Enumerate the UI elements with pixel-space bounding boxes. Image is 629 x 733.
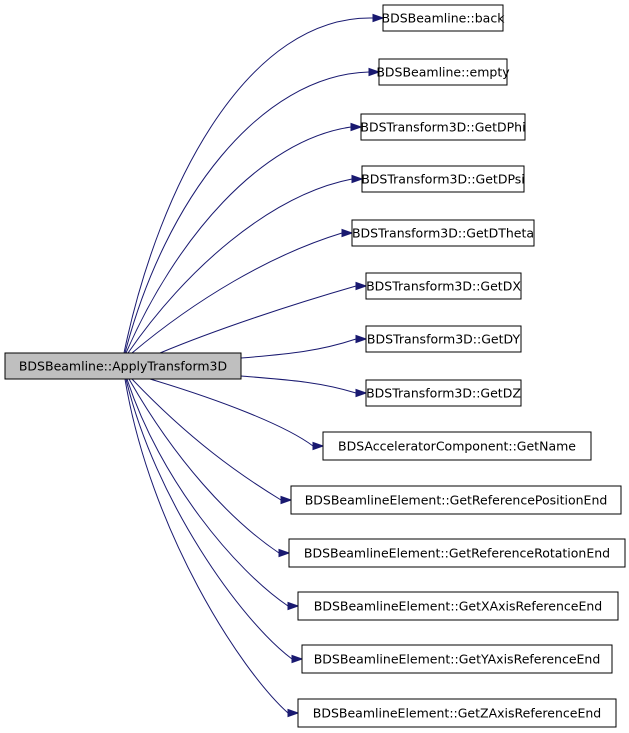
callee-node[interactable]: BDSBeamlineElement::GetYAxisReferenceEnd <box>301 644 613 674</box>
callee-box <box>365 379 522 407</box>
arrowhead-icon <box>291 654 304 664</box>
callee-node[interactable]: BDSAcceleratorComponent::GetName <box>322 431 592 461</box>
callee-node[interactable]: BDSBeamlineElement::GetReferenceRotation… <box>288 538 626 568</box>
arrowhead-icon <box>372 13 385 23</box>
callee-box <box>361 165 525 193</box>
arrowhead-icon <box>351 174 364 184</box>
caller-label: BDSBeamline::ApplyTransform3D <box>19 359 227 374</box>
callee-box <box>382 4 504 32</box>
call-edge <box>159 285 357 354</box>
arrowhead-icon <box>355 334 368 344</box>
callee-box <box>301 644 613 674</box>
call-edge <box>124 71 370 354</box>
callee-node[interactable]: BDSTransform3D::GetDZ <box>365 379 522 407</box>
callee-box <box>297 698 617 728</box>
callee-box <box>290 485 622 515</box>
callee-box <box>365 272 522 300</box>
callee-label: BDSAcceleratorComponent::GetName <box>338 439 576 454</box>
callee-box <box>288 538 626 568</box>
call-edges <box>123 13 385 718</box>
callee-label: BDSTransform3D::GetDTheta <box>352 226 534 241</box>
callee-node[interactable]: BDSTransform3D::GetDPsi <box>361 165 525 193</box>
call-edge <box>128 378 280 554</box>
callee-box <box>378 58 508 86</box>
callee-node[interactable]: BDSTransform3D::GetDTheta <box>351 219 535 247</box>
callee-label: BDSTransform3D::GetDX <box>366 279 521 294</box>
callee-label: BDSTransform3D::GetDZ <box>366 386 521 401</box>
callee-box <box>351 219 535 247</box>
callee-node[interactable]: BDSTransform3D::GetDY <box>365 325 522 353</box>
arrowhead-icon <box>287 708 300 718</box>
arrowhead-icon <box>355 388 368 398</box>
callee-node[interactable]: BDSBeamlineElement::GetXAxisReferenceEnd <box>297 591 619 621</box>
callee-label: BDSTransform3D::GetDPsi <box>361 172 525 187</box>
callee-box <box>322 431 592 461</box>
callee-node[interactable]: BDSBeamline::back <box>382 4 506 32</box>
callee-node[interactable]: BDSTransform3D::GetDX <box>365 272 522 300</box>
call-edge <box>125 378 293 660</box>
callee-label: BDSTransform3D::GetDY <box>367 332 521 347</box>
arrowhead-icon <box>355 281 368 291</box>
callee-label: BDSBeamlineElement::GetZAxisReferenceEnd <box>313 706 601 721</box>
arrowhead-icon <box>287 601 300 611</box>
caller-node[interactable]: BDSBeamline::ApplyTransform3D <box>4 352 242 380</box>
arrowhead-icon <box>350 122 363 132</box>
callee-node[interactable]: BDSTransform3D::GetDPhi <box>360 113 526 141</box>
callee-nodes: BDSBeamline::backBDSBeamline::emptyBDSTr… <box>288 4 626 728</box>
callee-label: BDSBeamline::back <box>382 11 506 26</box>
callee-box <box>360 113 526 141</box>
callee-label: BDSTransform3D::GetDPhi <box>360 120 525 135</box>
call-edge <box>240 375 357 394</box>
call-edge <box>126 378 289 607</box>
callee-box <box>365 325 522 353</box>
arrowhead-icon <box>280 495 293 505</box>
callee-label: BDSBeamline::empty <box>376 65 510 80</box>
arrowhead-icon <box>278 548 291 558</box>
callee-label: BDSBeamlineElement::GetYAxisReferenceEnd <box>314 652 601 667</box>
call-edge <box>131 378 282 501</box>
call-edge <box>149 378 314 447</box>
call-edge <box>125 126 352 354</box>
arrowhead-icon <box>341 228 354 238</box>
arrowhead-icon <box>368 67 381 77</box>
call-edge <box>127 178 353 354</box>
arrowhead-icon <box>312 441 325 451</box>
call-edge <box>123 17 374 354</box>
callee-box <box>297 591 619 621</box>
call-edge <box>131 232 343 354</box>
call-edge <box>124 378 289 714</box>
callee-label: BDSBeamlineElement::GetReferenceRotation… <box>304 546 610 561</box>
call-edge <box>240 338 357 359</box>
callee-node[interactable]: BDSBeamlineElement::GetReferencePosition… <box>290 485 622 515</box>
callee-node[interactable]: BDSBeamlineElement::GetZAxisReferenceEnd <box>297 698 617 728</box>
callee-label: BDSBeamlineElement::GetXAxisReferenceEnd <box>314 599 602 614</box>
callee-label: BDSBeamlineElement::GetReferencePosition… <box>305 493 608 508</box>
callee-node[interactable]: BDSBeamline::empty <box>376 58 510 86</box>
